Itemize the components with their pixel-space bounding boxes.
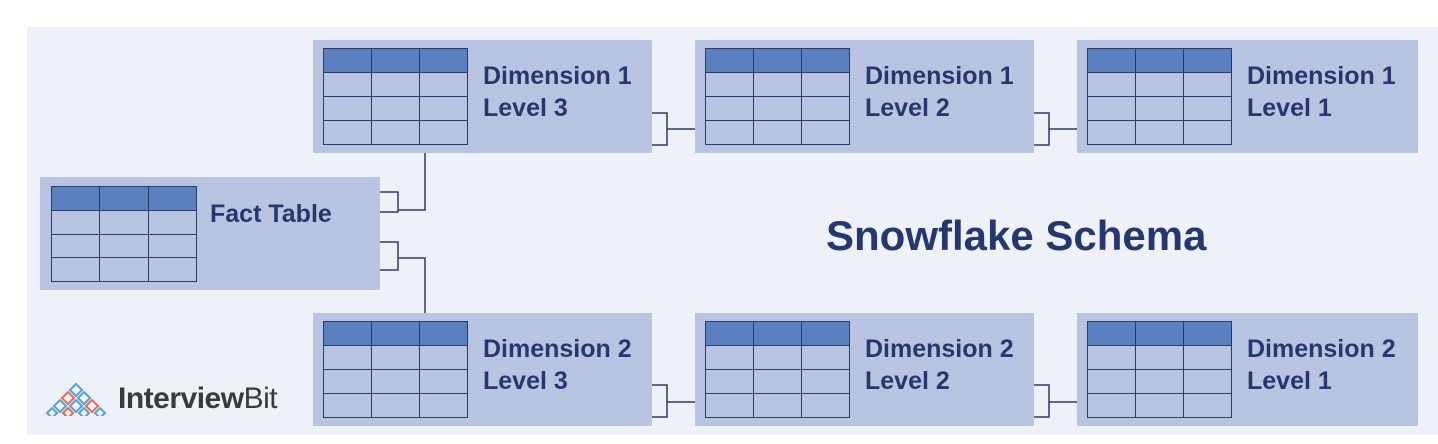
interviewbit-logo: InterviewBit [42, 382, 278, 416]
table-grid-icon [705, 48, 850, 145]
diagram-title: Snowflake Schema [826, 212, 1207, 259]
table-grid-icon [323, 321, 468, 418]
table-grid-icon [705, 321, 850, 418]
table-grid-icon [1087, 48, 1232, 145]
table-grid-icon [1087, 321, 1232, 418]
table-grid-icon [323, 48, 468, 145]
fact-table-label: Fact Table [210, 200, 332, 228]
interviewbit-logo-text: InterviewBit [118, 382, 278, 415]
interviewbit-logo-icon [45, 382, 107, 416]
table-grid-icon [51, 186, 197, 282]
fact-table-node: Fact Table [40, 177, 380, 290]
